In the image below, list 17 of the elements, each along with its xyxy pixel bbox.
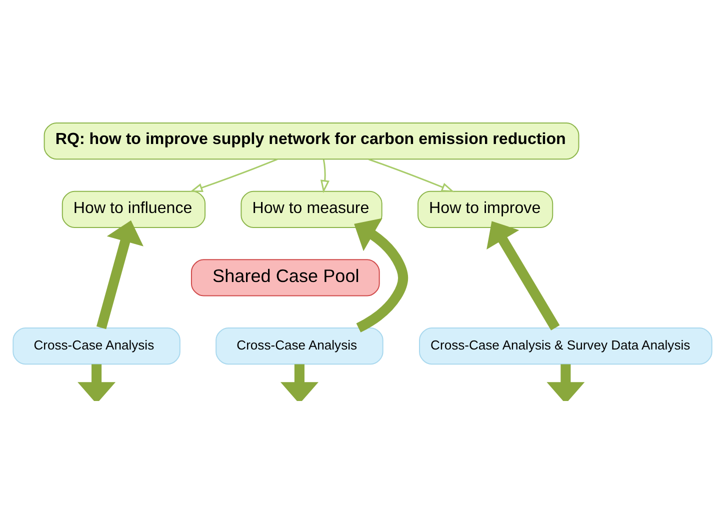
arrow bbox=[78, 364, 116, 401]
arrow bbox=[190, 158, 278, 192]
node-box: Cross-Case Analysis bbox=[12, 327, 180, 365]
arrow bbox=[96, 220, 144, 330]
arrow bbox=[546, 364, 585, 401]
node-box: RQ: how to improve supply network for carbon emission reduction bbox=[44, 122, 580, 160]
node-box: How to influence bbox=[62, 190, 206, 228]
node-box: How to improve bbox=[418, 190, 554, 228]
arrow bbox=[486, 221, 560, 330]
arrow bbox=[320, 159, 330, 194]
node-box: How to measure bbox=[240, 190, 382, 228]
arrow bbox=[368, 158, 454, 192]
arrow bbox=[354, 218, 408, 332]
node-box: Cross-Case Analysis & Survey Data Analysis bbox=[419, 327, 712, 365]
node-box: Shared Case Pool bbox=[190, 259, 380, 296]
node-box: Cross-Case Analysis bbox=[216, 327, 384, 365]
arrow bbox=[280, 364, 318, 401]
